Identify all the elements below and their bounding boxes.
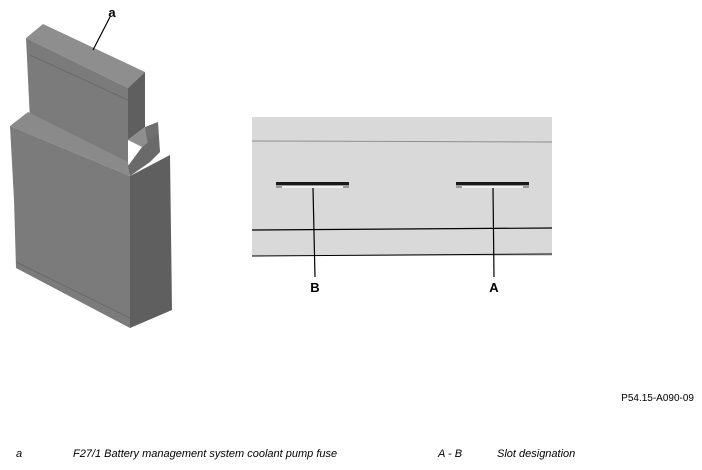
fuse-body-front-face — [10, 126, 130, 328]
slot-panel-upper-line — [251, 140, 553, 143]
callout-b-label: B — [310, 280, 319, 295]
slot-panel-bottom-edge — [251, 253, 553, 257]
slot-panel-lower-line — [251, 227, 553, 231]
fuse-tab-front-face — [26, 38, 128, 166]
fuse-body-side-face — [130, 155, 172, 328]
callout-a-leader — [92, 16, 111, 51]
callout-a-slot: A — [489, 187, 499, 295]
callout-a-slot-label: A — [489, 280, 499, 295]
slot-panel — [251, 117, 553, 257]
figure-id: P54.15-A090-09 — [621, 393, 694, 404]
fuse-notch — [128, 134, 160, 176]
slot-a — [456, 182, 529, 188]
callout-a-label: a — [108, 5, 116, 20]
legend-key-a: a — [16, 448, 23, 460]
fuse-f27-1 — [10, 24, 172, 328]
callout-b-leader — [312, 187, 316, 278]
legend-text-ab: Slot designation — [497, 448, 576, 460]
legend-text-a: F27/1 Battery management system coolant … — [73, 448, 338, 460]
callout-a: a — [92, 5, 116, 51]
legend-key-ab: A - B — [438, 448, 463, 460]
fuse-tab-side-face — [128, 72, 145, 140]
fuse-step-ledge — [10, 112, 130, 176]
callout-a-slot-leader — [492, 187, 495, 278]
fuse-tab-top-face — [26, 24, 145, 88]
callout-b: B — [310, 187, 320, 295]
slot-b — [276, 182, 349, 188]
